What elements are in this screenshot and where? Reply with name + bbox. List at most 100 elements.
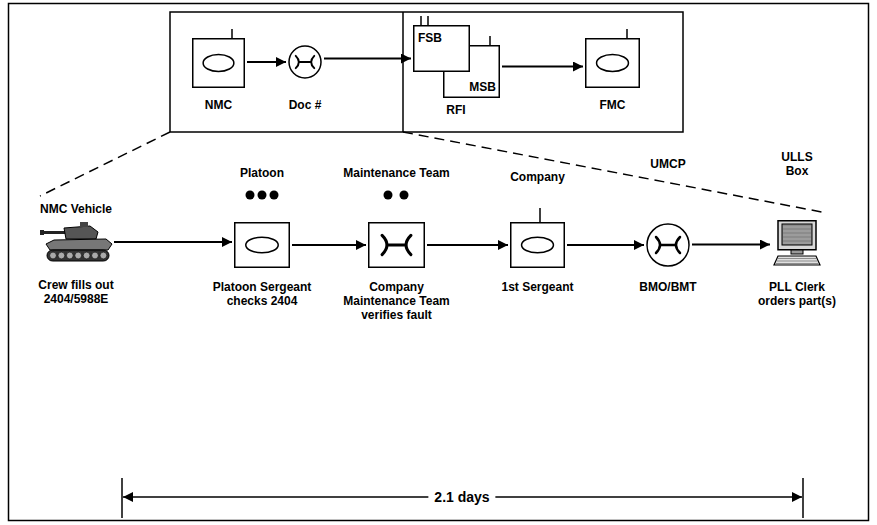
text-holder: BMO/BMT <box>623 280 713 294</box>
wrench-stroke <box>300 61 311 63</box>
text-holder: FMC <box>583 98 643 112</box>
node-outline <box>646 223 690 267</box>
road-wheel <box>50 252 57 259</box>
tank-part <box>64 226 98 239</box>
keyboard-keys <box>778 258 816 259</box>
rank-dot <box>258 191 267 200</box>
tank-picture <box>40 222 112 261</box>
screen-texture <box>783 235 811 236</box>
node-outline <box>772 220 822 266</box>
text-holder: Company <box>493 170 583 184</box>
node-outline <box>40 222 112 262</box>
unit-box <box>511 223 565 268</box>
node-outline <box>234 222 290 268</box>
step-caption: 1st Sergeant <box>488 280 588 294</box>
inset-frame <box>170 12 683 132</box>
flow-arrow <box>502 66 583 68</box>
process-circle: Doc # <box>288 45 322 79</box>
inset-divider <box>402 12 404 132</box>
text-holder: FSB <box>418 31 442 45</box>
wrench-symbol <box>656 237 680 253</box>
wrench-stroke <box>311 56 314 68</box>
text-holder: NMC Vehicle <box>21 202 131 216</box>
text-holder: Crew fills out 2404/5988E <box>34 278 118 306</box>
screen-texture <box>783 239 811 240</box>
vehicle-node: NMC VehicleCrew fills out 2404/5988E <box>40 222 112 262</box>
node-outline <box>585 38 640 88</box>
unit-heading: ULLS Box <box>776 150 818 178</box>
tank-part <box>40 231 67 234</box>
node-outline <box>288 45 322 79</box>
step-caption: PLL Clerk orders part(s) <box>751 280 843 308</box>
process-circle: UMCPBMO/BMT <box>646 223 690 267</box>
process-box: Maintenance TeamCompany Maintenance Team… <box>368 222 425 268</box>
flow-arrow <box>114 241 232 243</box>
unit-heading: UMCP <box>628 157 708 171</box>
tank-part <box>40 230 44 235</box>
unit-box <box>586 39 640 88</box>
text-holder: MSB <box>469 80 496 94</box>
text-holder: Doc # <box>275 98 335 112</box>
maintenance-circle <box>289 46 321 78</box>
antenna-mark <box>489 36 491 45</box>
step-caption: Platoon Sergeant checks 2404 <box>210 280 314 308</box>
screen-texture <box>783 231 811 232</box>
flow-arrow <box>324 58 411 60</box>
maintenance-circle <box>647 224 689 266</box>
wrench-symbol <box>382 235 411 254</box>
process-box: FMC <box>585 38 640 88</box>
process-box: NMC <box>192 38 245 88</box>
tank-part <box>47 250 109 261</box>
unit-box <box>235 223 290 268</box>
wrench-stroke <box>388 243 405 246</box>
step-caption: FMC <box>583 98 643 112</box>
antenna-mark <box>626 29 628 38</box>
flow-arrow <box>692 244 770 246</box>
process-box: Company1st Sergeant <box>510 222 565 268</box>
step-caption: BMO/BMT <box>623 280 713 294</box>
screen-texture <box>783 243 811 244</box>
zoom-line <box>40 132 170 196</box>
text-holder: ULLS Box <box>776 150 818 178</box>
text-holder: PLL Clerk orders part(s) <box>751 280 843 308</box>
flow-arrow <box>427 244 508 246</box>
road-wheel <box>83 252 90 259</box>
box-label: MSB <box>469 80 496 94</box>
dimension-label: 2.1 days <box>428 489 495 505</box>
unit-box <box>414 26 470 72</box>
wrench-stroke <box>406 235 411 254</box>
flow-arrow <box>247 61 286 63</box>
unit-heading: Platoon <box>212 166 312 180</box>
text-holder: UMCP <box>628 157 708 171</box>
screen-texture <box>783 227 811 228</box>
wrench-symbol <box>296 56 315 68</box>
outer-frame <box>9 4 869 521</box>
dimension-tick <box>121 478 123 518</box>
text-holder: Company Maintenance Team verifies fault <box>341 280 453 322</box>
computer-picture <box>774 221 820 265</box>
unit-heading: Company <box>493 170 583 184</box>
unit-box <box>444 46 500 98</box>
node-outline <box>510 222 565 268</box>
keyboard-keys <box>777 261 817 262</box>
step-caption: NMC <box>189 98 249 112</box>
wrench-stroke <box>676 237 680 253</box>
unit-oval <box>522 237 554 253</box>
wrench-stroke <box>382 235 387 254</box>
computer-part <box>774 256 820 265</box>
rank-dot <box>246 191 255 200</box>
computer-part <box>791 250 803 254</box>
unit-heading: NMC Vehicle <box>21 202 131 216</box>
zoom-line <box>403 132 822 212</box>
unit-heading: Maintenance Team <box>332 166 462 180</box>
box-label: FSB <box>418 31 442 45</box>
wrench-stroke <box>661 244 675 247</box>
process-box: FSB <box>413 25 470 72</box>
flow-arrow <box>567 244 644 246</box>
text-holder: Maintenance Team <box>332 166 462 180</box>
road-wheel <box>92 252 99 259</box>
rank-dot <box>270 191 279 200</box>
